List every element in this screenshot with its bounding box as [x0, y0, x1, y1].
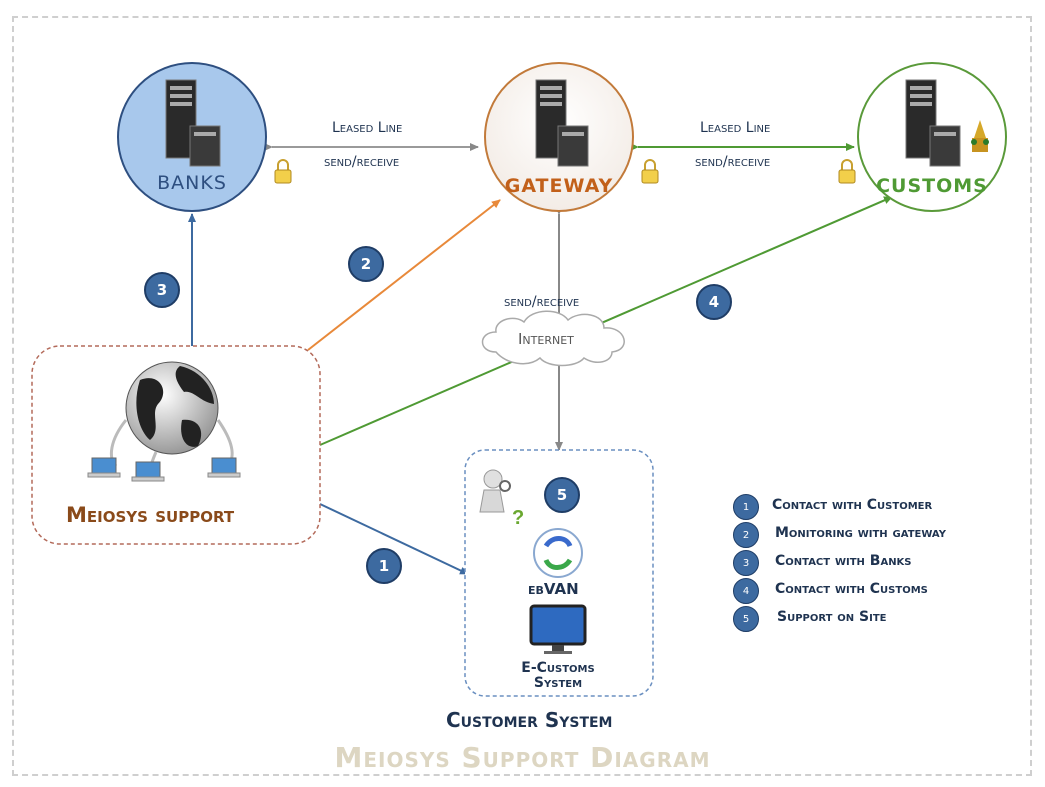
customer-system-label: Customer System [446, 708, 613, 732]
ebvan-label: ebVAN [528, 580, 579, 598]
banks-gateway-top-label: Leased Line [332, 120, 403, 136]
banks-label: BANKS [157, 172, 227, 194]
legend-item-4: Contact with Customs [775, 581, 928, 597]
step-badge-5: 5 [544, 477, 580, 513]
customs-label: CUSTOMS [876, 175, 988, 197]
svg-text:?: ? [512, 507, 524, 529]
support-gateway-link [307, 199, 501, 351]
gateway-customs-bottom-label: send/receive [695, 154, 771, 170]
support-person-icon: ? [479, 469, 524, 529]
diagram-title: Meiosys Support Diagram [334, 741, 711, 774]
ebvan-logo-icon [533, 528, 583, 578]
legend-badge-1: 1 [733, 494, 759, 520]
lock-icon [838, 159, 856, 184]
diagram-frame [12, 16, 1032, 776]
step-badge-2: 2 [348, 246, 384, 282]
lock-icon [274, 159, 292, 184]
internet-label: Internet [518, 330, 574, 348]
monitor-icon [529, 604, 587, 654]
globe-network-icon [87, 361, 241, 482]
customs-emblem-icon [971, 120, 989, 152]
gateway-internet-label: send/receive [504, 294, 580, 310]
ecustoms-label-line2: System [533, 675, 583, 691]
step-badge-4: 4 [696, 284, 732, 320]
gateway-customs-top-label: Leased Line [700, 120, 771, 136]
legend-badge-3: 3 [733, 550, 759, 576]
step-badge-1: 1 [366, 548, 402, 584]
support-label: Meiosys support [66, 503, 235, 527]
legend-badge-4: 4 [733, 578, 759, 604]
banks-gateway-bottom-label: send/receive [324, 154, 400, 170]
step-badge-3: 3 [144, 272, 180, 308]
gateway-label: GATEWAY [504, 175, 614, 197]
internet-cloud [481, 310, 625, 367]
legend-item-3: Contact with Banks [775, 553, 912, 569]
support-customs-link [319, 196, 893, 446]
legend-item-1: Contact with Customer [772, 497, 933, 513]
ecustoms-label-line1: E-Customs [521, 660, 595, 676]
legend-badge-2: 2 [733, 522, 759, 548]
support-customer-link [319, 503, 469, 575]
server-icon [905, 79, 961, 167]
server-icon [165, 79, 221, 167]
legend-item-2: Monitoring with gateway [775, 525, 946, 541]
legend-item-5: Support on Site [777, 609, 887, 625]
lock-icon [641, 159, 659, 184]
server-icon [535, 79, 589, 167]
legend-badge-5: 5 [733, 606, 759, 632]
